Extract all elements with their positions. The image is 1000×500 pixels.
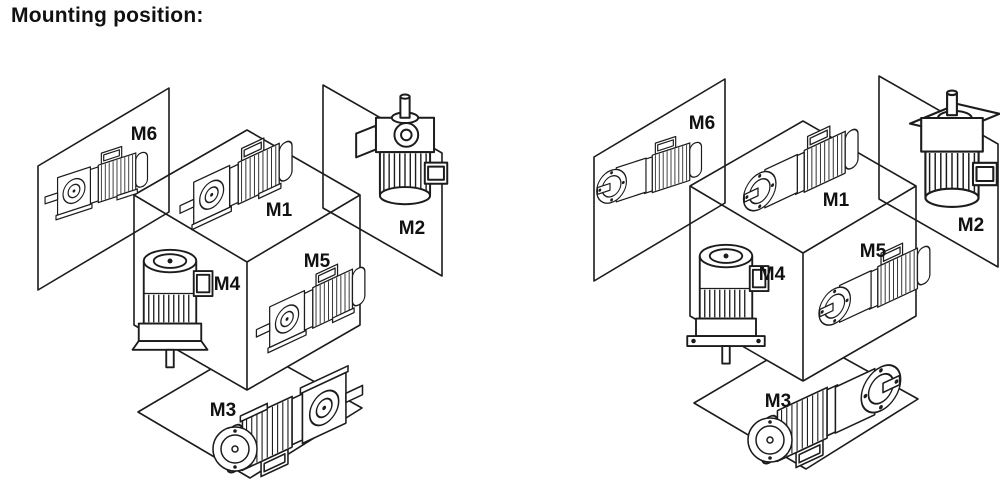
label-m6-left: M6 xyxy=(131,124,157,145)
label-m6-right: M6 xyxy=(689,113,715,134)
label-m4-right: M4 xyxy=(759,264,786,285)
motor-m3-right xyxy=(760,352,902,485)
motor-m6-left xyxy=(44,137,149,225)
label-m1-right: M1 xyxy=(823,190,850,211)
label-m5-left: M5 xyxy=(304,251,331,272)
fan-face-m3-left xyxy=(212,426,258,472)
motor-m2-right xyxy=(908,89,1000,208)
label-m3-right: M3 xyxy=(765,391,791,412)
mounting-diagram-right: M6 M1 M2 M4 M5 M3 xyxy=(593,75,1000,485)
label-m4-left: M4 xyxy=(214,274,241,295)
label-m5-right: M5 xyxy=(860,241,887,262)
label-m3-left: M3 xyxy=(210,400,236,421)
fan-face-m3-right xyxy=(747,417,793,463)
label-m2-left: M2 xyxy=(399,218,425,239)
page-title: Mounting position: xyxy=(11,4,204,27)
label-m2-right: M2 xyxy=(958,215,984,236)
motor-m6-right xyxy=(596,127,703,212)
mounting-diagram-left: M6 M1 M2 M4 M5 M3 xyxy=(37,84,449,494)
label-m1-left: M1 xyxy=(266,200,293,221)
